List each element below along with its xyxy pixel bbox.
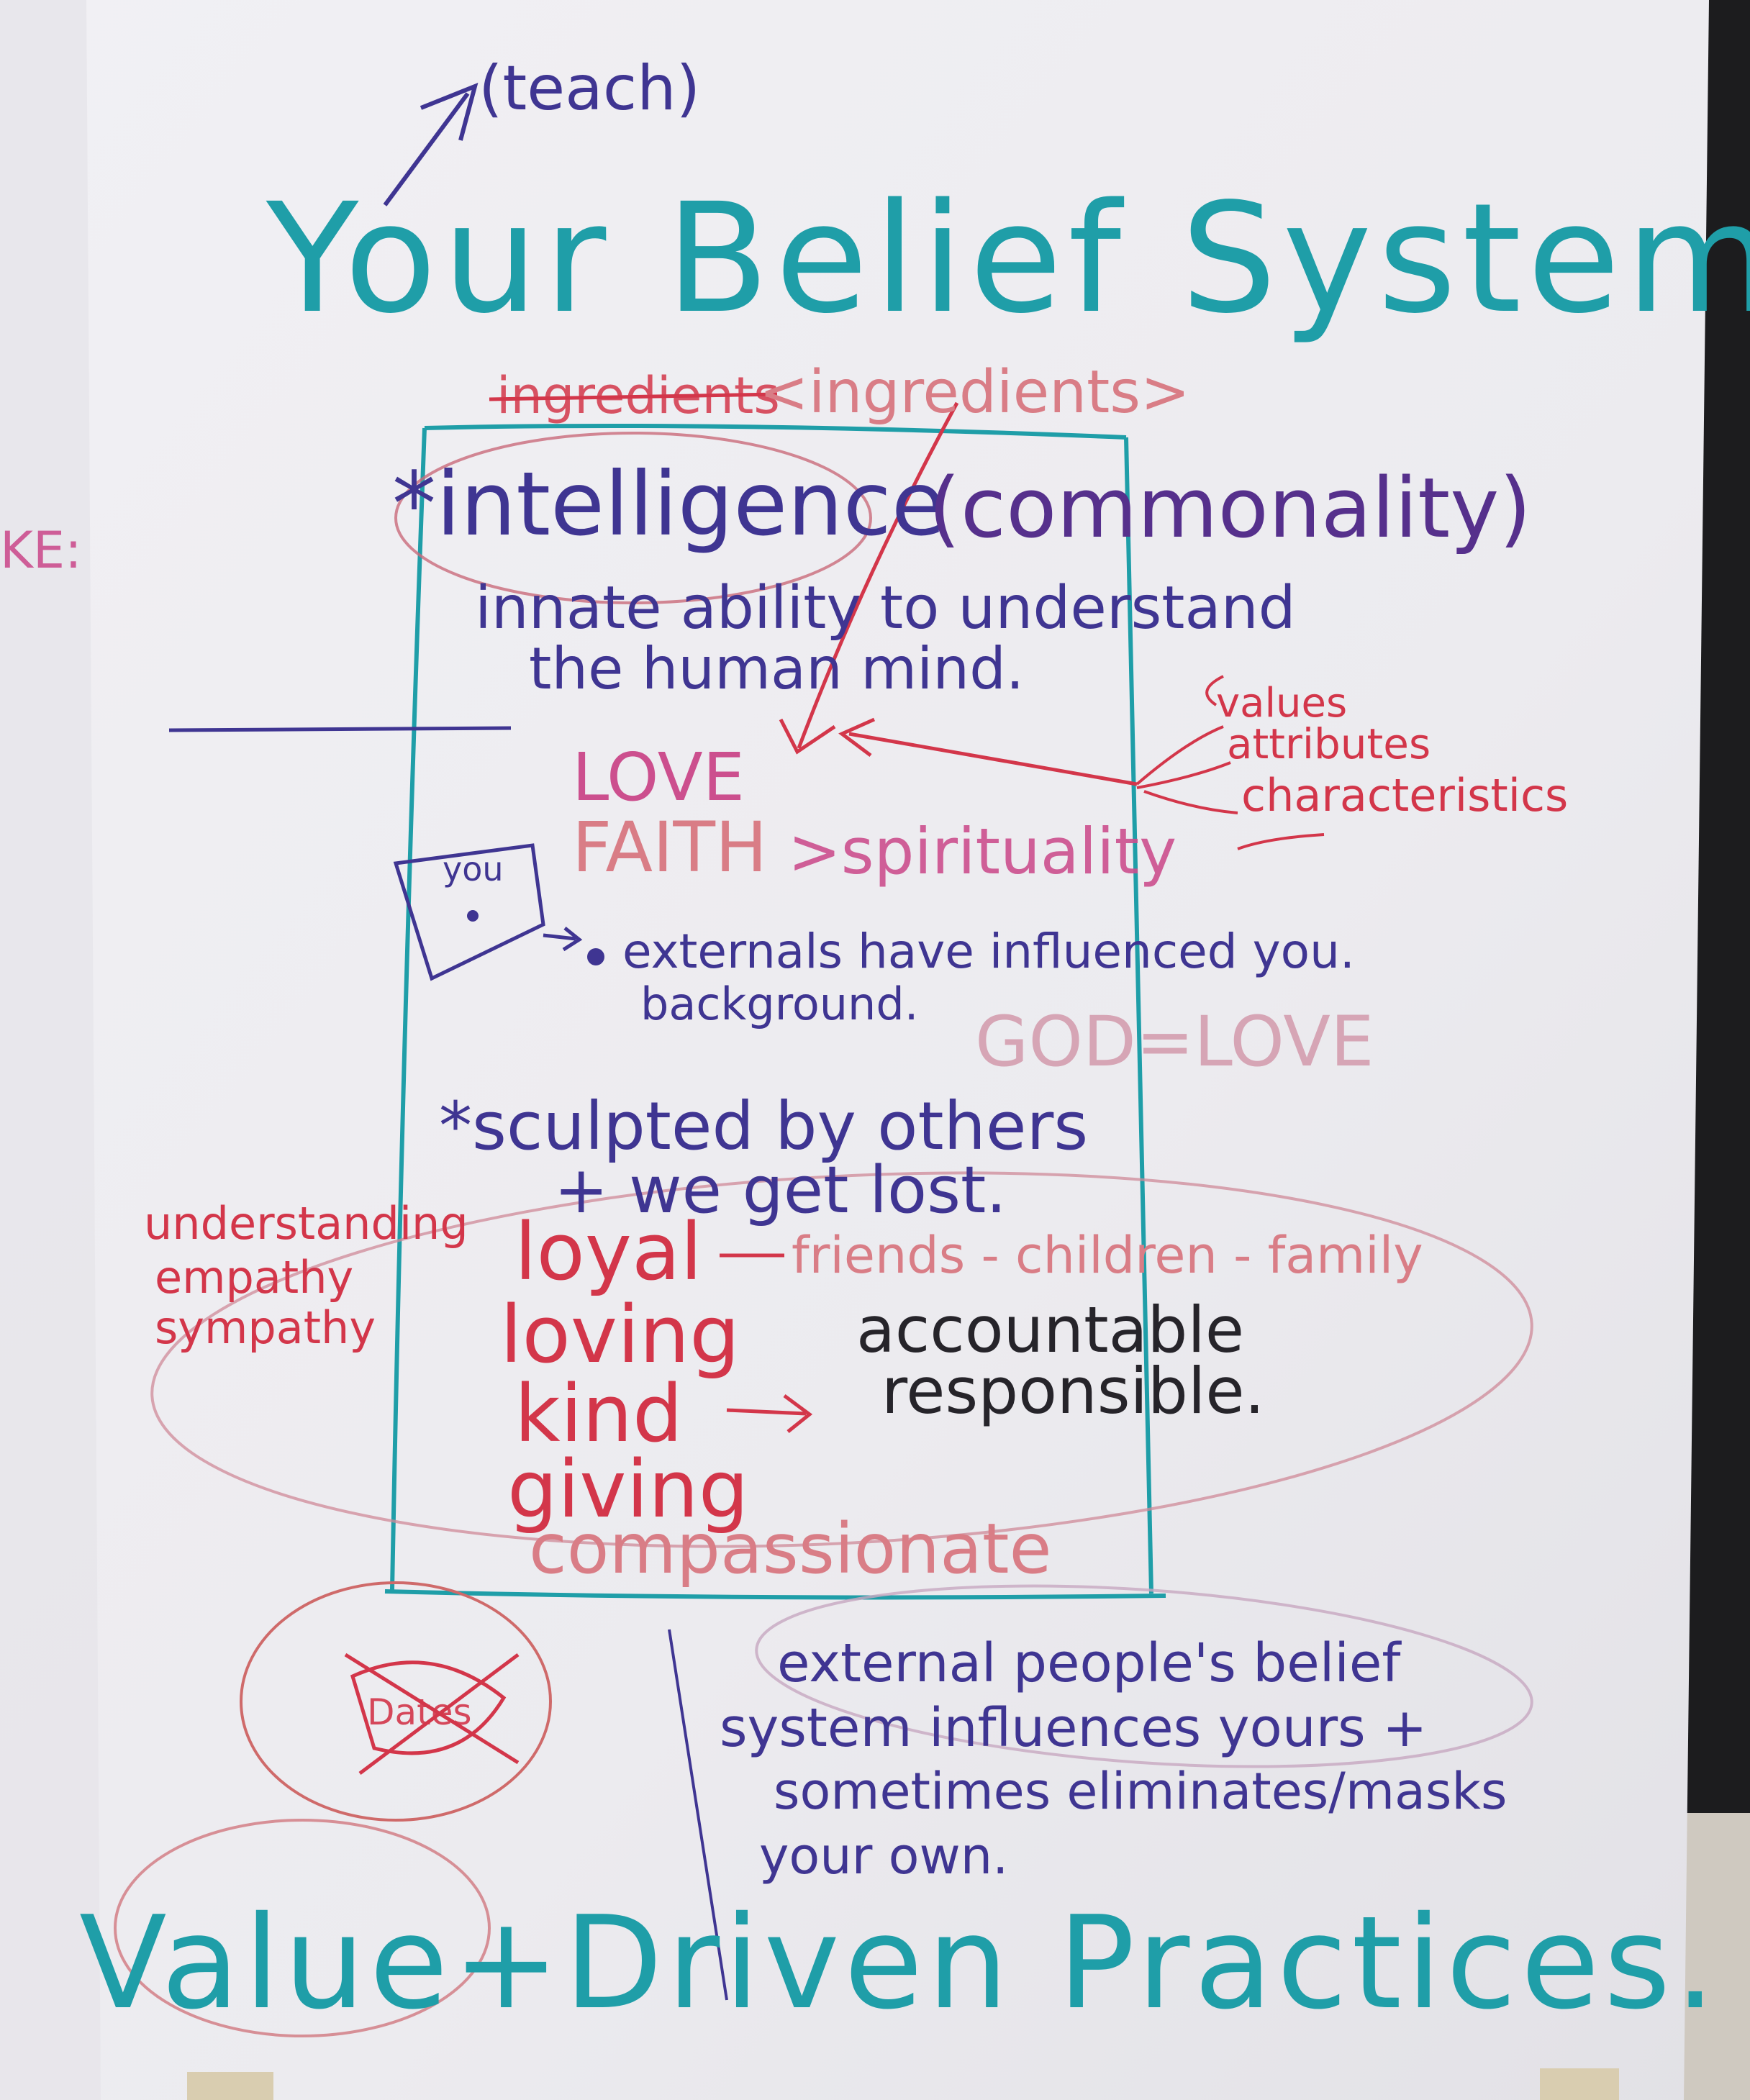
left-trait-understanding: understanding	[144, 1197, 468, 1250]
cross-marks	[344, 1653, 520, 1775]
intelligence-definition-2: the human mind.	[529, 635, 1025, 702]
intelligence-ellipse	[394, 432, 872, 604]
bottom-note-3: sometimes eliminates/masks	[774, 1762, 1508, 1821]
left-trait-sympathy: sympathy	[155, 1301, 376, 1354]
god-equals-love: GOD=LOVE	[975, 1001, 1374, 1082]
spirituality-label: >spirituality	[788, 814, 1177, 888]
crossed-word: Dates	[367, 1691, 472, 1733]
you-label: you	[443, 850, 504, 888]
kind-arrow	[726, 1394, 813, 1433]
externals-line-1: externals have influenced you.	[622, 924, 1355, 979]
sculpted-line-1: *sculpted by others	[439, 1088, 1089, 1165]
ingredients-struck: ingredients	[497, 366, 780, 425]
note-characteristics: characteristics	[1241, 769, 1569, 822]
paper-sheet	[0, 0, 1709, 2100]
teach-label: (teach)	[479, 53, 701, 124]
loyal-note: friends - children - family	[792, 1226, 1423, 1285]
tape	[1540, 2068, 1619, 2100]
trait-compassionate: compassionate	[529, 1509, 1052, 1589]
externals-line-2: background.	[640, 978, 919, 1030]
page-title: Your Belief System	[266, 171, 1750, 347]
traits-ellipse	[150, 1171, 1533, 1548]
sculpted-line-2: + we get lost.	[554, 1153, 1007, 1228]
tape	[187, 2072, 273, 2100]
footer-title: Value+Driven Practices.	[79, 1888, 1720, 2037]
bottom-note-2: system influences yours +	[720, 1697, 1428, 1759]
crossed-circle	[240, 1581, 552, 1822]
trait-kind: kind	[514, 1368, 683, 1460]
intelligence-label: *intelligence	[392, 453, 946, 555]
intelligence-definition-1: innate ability to understand	[475, 574, 1296, 642]
bottom-note-4: your own.	[759, 1827, 1009, 1886]
trait-loving: loving	[500, 1288, 740, 1381]
notes-arrows	[1135, 675, 1325, 850]
left-margin-text: KE:	[0, 521, 82, 580]
divider-line	[168, 726, 512, 732]
note-values: values	[1216, 680, 1348, 727]
bottom-note-1: external people's belief	[777, 1632, 1401, 1694]
ingredients-label: <ingredients>	[759, 358, 1190, 427]
strike-line	[489, 392, 778, 401]
teach-arrow	[383, 82, 479, 206]
love-label: LOVE	[572, 739, 745, 816]
value-ellipse	[114, 1819, 491, 2037]
note-attributes: attributes	[1227, 719, 1431, 768]
you-box	[393, 843, 583, 981]
left-trait-empathy: empathy	[155, 1251, 354, 1304]
trait-loyal: loyal	[514, 1206, 702, 1298]
kind-note-1: accountable	[856, 1293, 1244, 1367]
love-arrow	[779, 401, 1138, 786]
teal-box	[384, 423, 1166, 1600]
commonality-label: (commonality)	[928, 460, 1532, 557]
trait-giving: giving	[507, 1443, 749, 1535]
note-ellipse	[755, 1584, 1533, 1768]
kind-note-2: responsible.	[881, 1354, 1265, 1428]
faith-label: FAITH	[572, 807, 768, 888]
vertical-line	[668, 1629, 728, 2001]
